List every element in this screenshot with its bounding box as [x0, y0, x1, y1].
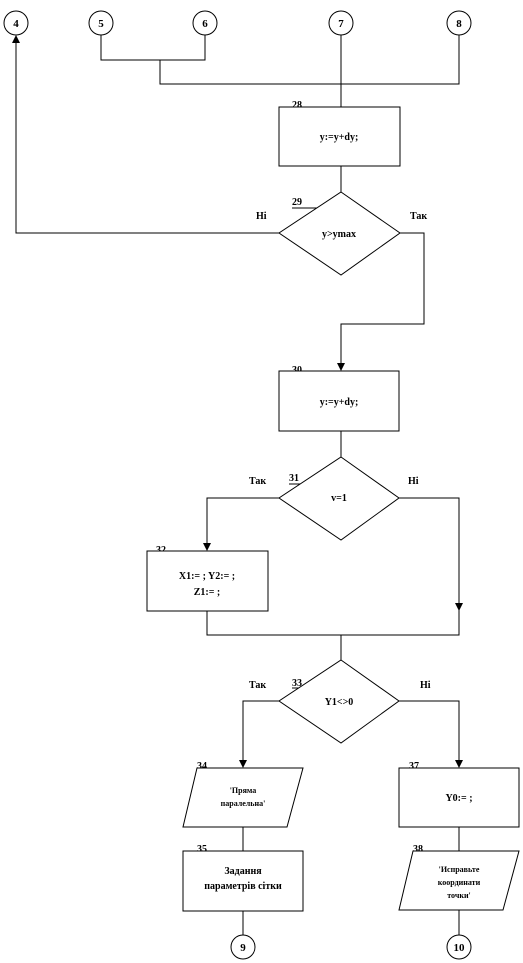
block-37-number: 37 [409, 761, 419, 772]
connector-10-label: 10 [454, 942, 466, 954]
block-38-line1: 'Исправьте [439, 865, 480, 874]
block-30-text: y:=y+dy; [320, 397, 359, 408]
block-33-text: Y1<>0 [325, 697, 354, 708]
connector-6-label: 6 [202, 18, 208, 30]
block-35: 35 Задання параметрів сітки [182, 844, 304, 912]
connector-4-label: 4 [13, 18, 19, 30]
block-29-number: 29 [292, 197, 302, 208]
block-31-no-label: Ні [408, 476, 419, 487]
connector-5: 5 [88, 10, 114, 36]
block-28: 28 y:=y+dy; [278, 100, 401, 167]
block-29-no-label: Ні [256, 211, 267, 222]
block-34: 34 'Пряма паралельна' [182, 761, 304, 828]
line-29-yes-to-30 [337, 232, 425, 371]
line-5-6-join [100, 35, 206, 61]
connector-7-label: 7 [338, 18, 344, 30]
block-38-number: 38 [413, 844, 423, 855]
connector-8: 8 [446, 10, 472, 36]
connector-4: 4 [3, 10, 29, 36]
block-29-yes-label: Так [410, 211, 427, 222]
block-35-number: 35 [197, 844, 207, 855]
block-32: 32 X1:= ; Y2:= ; Z1:= ; [146, 545, 269, 612]
connector-7: 7 [328, 10, 354, 36]
block-37: 37 Y0:= ; [398, 761, 520, 828]
connector-5-label: 5 [98, 18, 104, 30]
block-33-number: 33 [292, 678, 302, 689]
connector-10: 10 [446, 934, 472, 960]
block-30: 30 y:=y+dy; [278, 365, 400, 432]
block-33: 33 Y1<>0 Так Ні [249, 659, 431, 744]
block-35-line1: Задання [224, 866, 262, 877]
line-31-yes-to-32 [203, 497, 279, 551]
connector-6: 6 [192, 10, 218, 36]
block-29: 29 y>ymax Ні Так [256, 191, 427, 276]
block-33-yes-label: Так [249, 680, 266, 691]
line-join-to-8 [159, 35, 460, 85]
block-33-no-label: Ні [420, 680, 431, 691]
connector-9: 9 [230, 934, 256, 960]
line-31-no-down [399, 497, 463, 611]
line-merge-to-33 [206, 610, 460, 660]
block-38-line2: координати [438, 878, 481, 887]
block-31: 31 v=1 Так Ні [249, 456, 419, 541]
block-37-text: Y0:= ; [445, 793, 472, 804]
block-34-line2: паралельна' [221, 799, 266, 808]
block-32-line1: X1:= ; Y2:= ; [179, 571, 235, 582]
line-33-no-to-37 [399, 700, 463, 768]
block-38: 38 'Исправьте координати точки' [398, 844, 520, 911]
block-35-line2: параметрів сітки [204, 881, 282, 892]
block-31-yes-label: Так [249, 476, 266, 487]
block-32-line2: Z1:= ; [194, 587, 221, 598]
block-29-text: y>ymax [322, 229, 356, 240]
connector-9-label: 9 [240, 942, 246, 954]
line-33-yes-to-34 [239, 700, 279, 768]
block-28-text: y:=y+dy; [320, 132, 359, 143]
connector-8-label: 8 [456, 18, 462, 30]
block-31-text: v=1 [331, 493, 347, 504]
block-38-line3: точки' [447, 891, 471, 900]
block-34-number: 34 [197, 761, 207, 772]
block-31-number: 31 [289, 473, 299, 484]
block-28-number: 28 [292, 100, 302, 111]
line-29-no-to-4 [12, 35, 279, 234]
block-34-line1: 'Пряма [230, 786, 257, 795]
